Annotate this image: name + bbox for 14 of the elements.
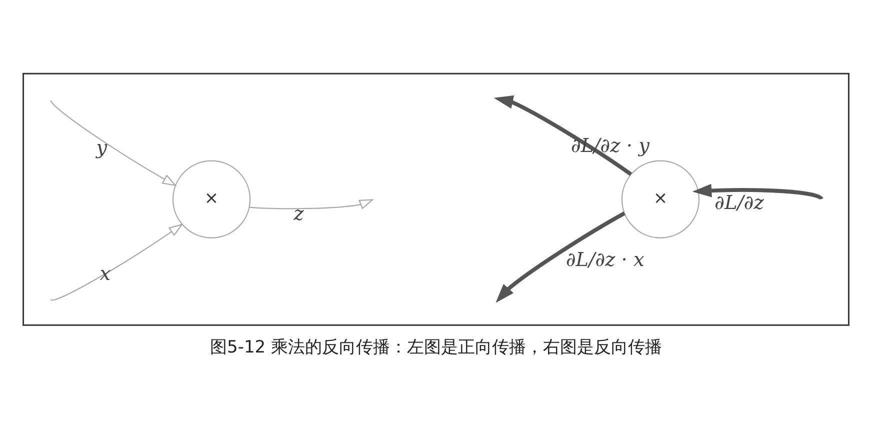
edge-label: x [99, 261, 110, 284]
arrow [248, 198, 374, 209]
node-circle: × [620, 160, 700, 238]
edge-label: z [293, 202, 304, 225]
node-circle: × [172, 160, 250, 238]
arrow [692, 183, 822, 200]
arrow [493, 94, 632, 176]
arrow [50, 222, 183, 300]
edge-label: ∂L/∂z [714, 190, 764, 214]
edge-label: y [96, 136, 107, 159]
caption: 图5-12 乘法的反向传播：左图是正向传播，右图是反向传播 [210, 336, 662, 357]
cluster [22, 72, 849, 326]
arrow [50, 99, 176, 186]
edge-label: ∂L/∂z · x [565, 247, 644, 270]
